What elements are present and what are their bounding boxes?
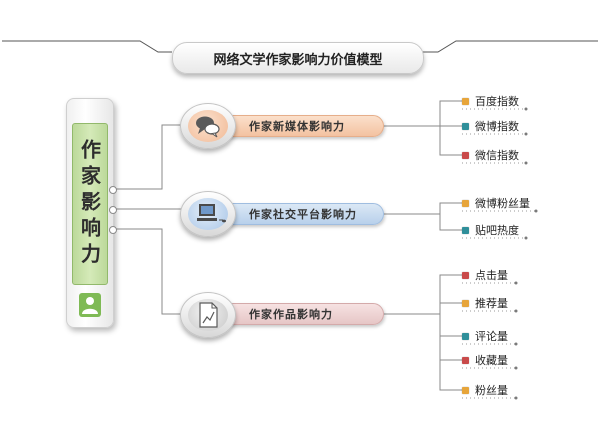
sub-item-baidu-index: 百度指数 (462, 94, 519, 108)
root-panel: 作家影响力 (66, 98, 114, 328)
diagram-title-pill: 网络文学作家影响力价值模型 (172, 42, 424, 74)
bullet-square-icon (462, 332, 469, 340)
bullet-square-icon (462, 151, 469, 159)
sub-item-label: 百度指数 (475, 95, 519, 108)
category-new-media: 作家新媒体影响力 (228, 115, 384, 137)
category-icon-circle (180, 103, 236, 149)
sub-item-clicks: 点击量 (462, 268, 508, 282)
category-icon-circle (180, 292, 236, 338)
sub-item-label: 贴吧热度 (475, 224, 519, 237)
bullet-square-icon (462, 122, 469, 130)
category-label: 作家社交平台影响力 (249, 208, 357, 221)
category-icon-circle (180, 191, 236, 237)
sub-item-tieba-heat: 贴吧热度 (462, 223, 519, 237)
category-label: 作家新媒体影响力 (249, 120, 345, 133)
bullet-square-icon (462, 356, 469, 364)
connector-dot (109, 226, 117, 234)
sub-item-wechat-index: 微信指数 (462, 148, 519, 162)
sub-item-label: 收藏量 (475, 354, 508, 367)
sub-item-fans: 粉丝量 (462, 383, 508, 397)
bullet-square-icon (462, 299, 469, 307)
bullet-square-icon (462, 226, 469, 234)
category-label: 作家作品影响力 (249, 308, 333, 321)
bullet-square-icon (462, 97, 469, 105)
sub-item-label: 微博指数 (475, 120, 519, 133)
sub-item-weibo-index: 微博指数 (462, 119, 519, 133)
connector-dot (109, 206, 117, 214)
sub-item-label: 点击量 (475, 269, 508, 282)
computer-icon (197, 204, 226, 223)
sub-item-favorites: 收藏量 (462, 353, 508, 367)
sub-item-label: 粉丝量 (475, 384, 508, 397)
bullet-square-icon (462, 199, 469, 207)
diagram-title: 网络文学作家影响力价值模型 (213, 52, 383, 68)
sub-item-label: 微博粉丝量 (475, 197, 530, 210)
category-works: 作家作品影响力 (228, 303, 384, 325)
sub-item-label: 微信指数 (475, 149, 519, 162)
root-title: 作家影响力 (77, 139, 102, 269)
sub-item-label: 评论量 (475, 330, 508, 343)
connector-dot (109, 186, 117, 194)
bullet-square-icon (462, 386, 469, 394)
speech-bubbles-icon (196, 116, 220, 138)
bullet-square-icon (462, 271, 469, 279)
root-title-box: 作家影响力 (72, 123, 108, 285)
document-chart-icon (199, 302, 218, 328)
category-social-platform: 作家社交平台影响力 (228, 203, 384, 225)
sub-item-comments: 评论量 (462, 329, 508, 343)
sub-item-weibo-followers: 微博粉丝量 (462, 196, 530, 210)
user-icon (79, 293, 101, 317)
sub-item-recommendations: 推荐量 (462, 296, 508, 310)
sub-item-label: 推荐量 (475, 297, 508, 310)
